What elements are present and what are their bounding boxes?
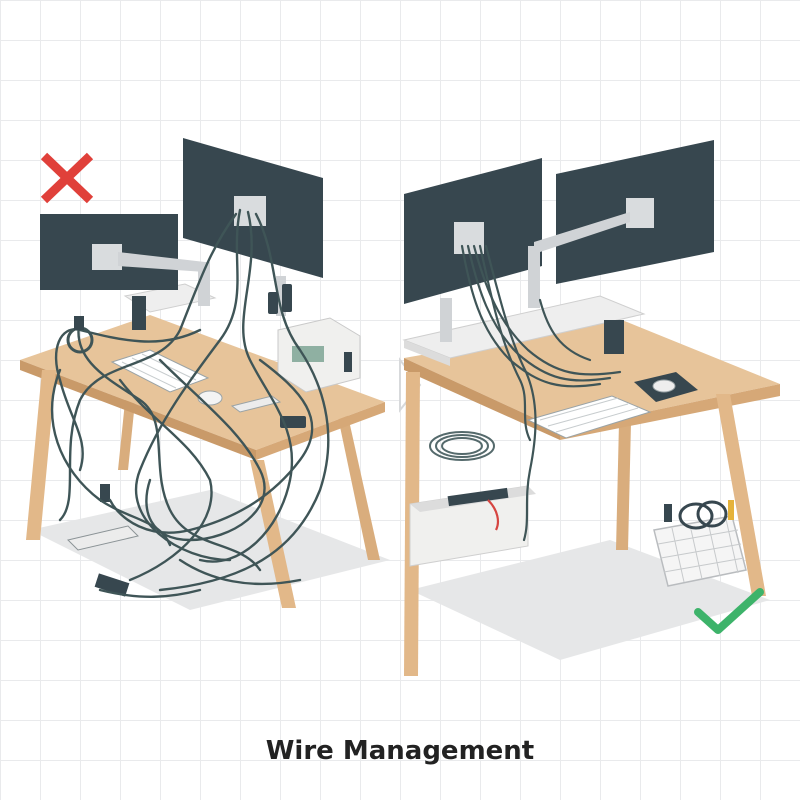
monitor-mount-plate-left [92,244,122,270]
cable-coil-right [429,431,495,461]
monitor-arm-left [118,252,205,272]
mouse-right [652,379,676,393]
basket-plug [664,504,672,522]
desk-leg-back-right [334,398,380,560]
desk-top-edge-right [404,358,560,440]
basket-weave [657,518,745,583]
plug-standing-2 [282,284,292,312]
messy-desk-scene [20,138,390,610]
desk-top-edge-left [20,360,256,460]
check-mark-icon [694,588,764,634]
riser-block-right [604,320,624,354]
plug-standing [268,292,278,314]
basket-yellow-plug [728,500,734,520]
illustration-scene [20,138,780,676]
pc-tower-panel [292,346,324,362]
tangled-cables [51,208,330,598]
monitor-arm-r2 [534,212,630,254]
caption-title: Wire Management [265,736,535,766]
keyboard-keys-left [121,353,197,389]
plug-on-desk [74,316,84,330]
desk-leg-front-right-r [716,394,766,596]
monitor-mount-plate-r2 [626,198,654,228]
plug-floor-1 [100,484,110,502]
desk-leg-front-left [26,370,56,540]
floor-power-strip [67,525,139,551]
monitor-pole-left [198,262,210,306]
monitor-pole-r2 [528,246,540,308]
keyboard-keys-right [539,397,639,433]
desk-power-strip [230,395,282,413]
riser-block-left [132,296,146,330]
mouse-left [197,390,223,406]
tray-power-strip [447,487,509,507]
tray-red-cable [487,499,499,531]
cross-mark-icon [40,152,94,204]
monitor-pole-r1 [440,298,452,342]
monitor-pole-tall [276,276,286,316]
adapter-left [280,416,306,428]
usb-drive-floor [94,573,130,597]
pc-tower-port [344,352,352,372]
routed-cables [460,244,622,542]
desk-top-side-left [256,402,385,460]
organized-desk-scene [402,140,780,676]
monitor-riser-front [404,340,450,366]
basket-cable-rolls [678,500,728,530]
